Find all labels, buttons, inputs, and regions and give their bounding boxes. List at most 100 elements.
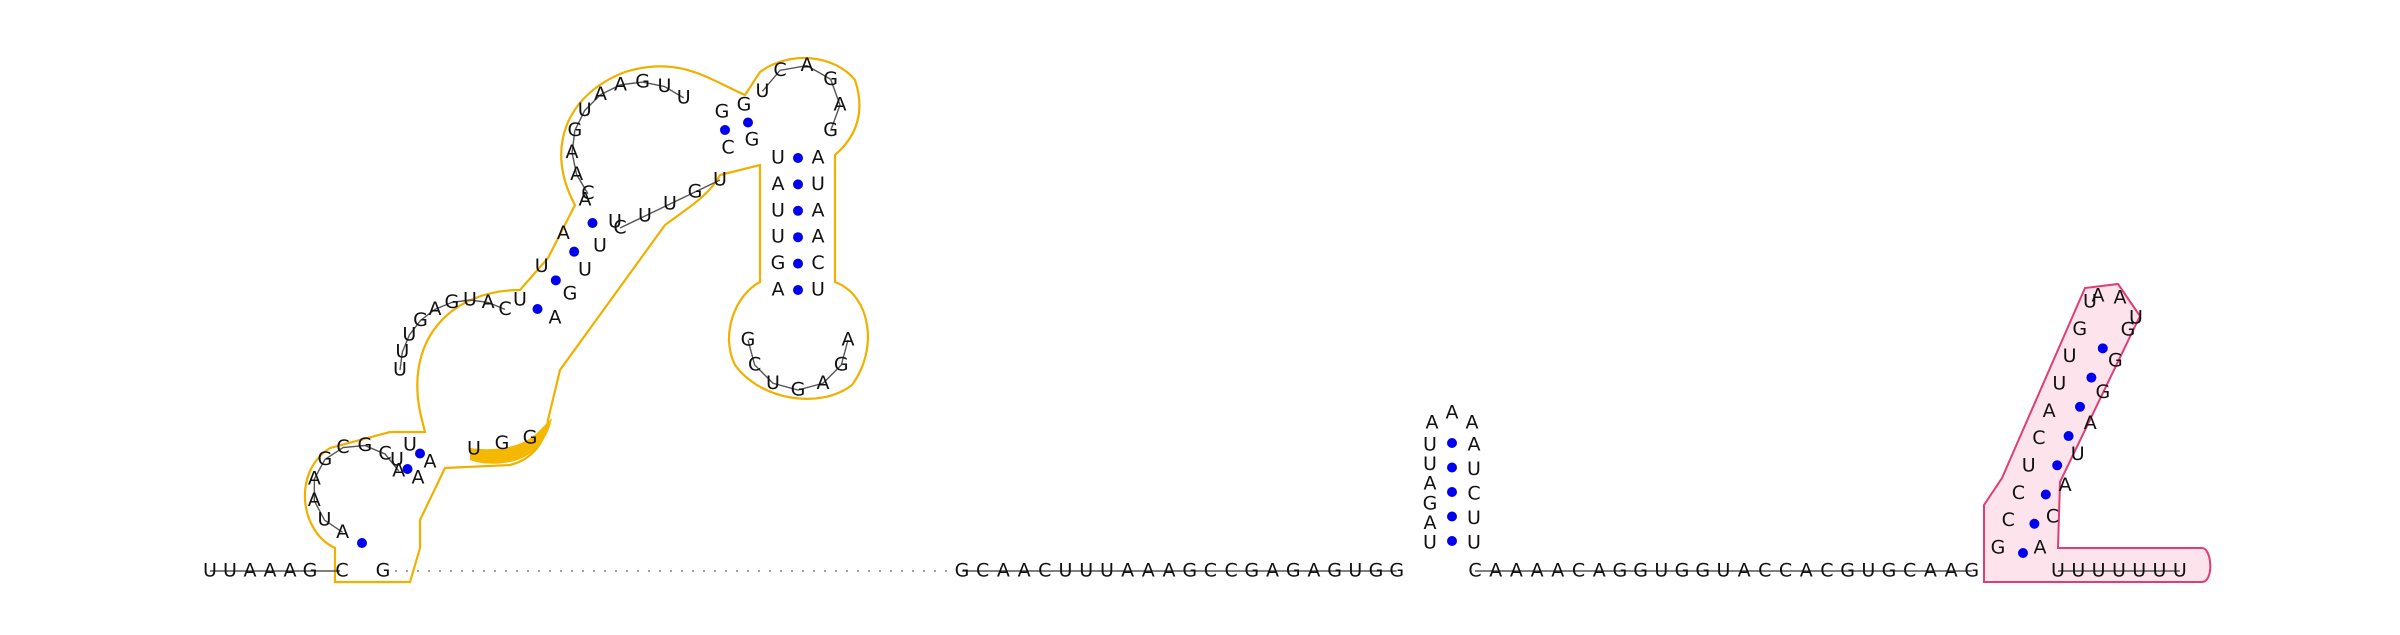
base-pair-dot [743, 117, 753, 128]
backbone-segment [313, 444, 400, 533]
orange-stem3-base: A [557, 222, 570, 244]
orange-loop1-base: A [308, 489, 321, 511]
base-pair-dot [793, 179, 803, 190]
tail-5prime-base: A [264, 560, 277, 582]
orange-loop5-base: U [766, 372, 780, 394]
middle-strand-base: A [1738, 560, 1751, 582]
orange-junction-base: U [638, 205, 652, 227]
orange-interior-base: A [482, 291, 495, 313]
hairpin-small-base: U [1423, 453, 1437, 475]
middle-strand-base: A [1510, 560, 1523, 582]
orange-loop1-base: G [357, 434, 372, 456]
middle-strand-base: U [1861, 560, 1875, 582]
pink-hairpin-base: U [2052, 373, 2066, 395]
middle-strand-base: A [1800, 560, 1813, 582]
pink-hairpin-base: G [2072, 318, 2087, 340]
base-pair-dot [793, 285, 803, 295]
orange-interior-base: G [445, 291, 460, 313]
tail-3prime-base: U [2092, 560, 2106, 582]
orange-stem3-base: U [608, 211, 622, 233]
orange-stem5-base: A [812, 147, 825, 169]
pink-hairpin-loop-base: A [2092, 285, 2105, 307]
tail-3prime-base: U [2112, 560, 2126, 582]
orange-stem3-base: A [549, 307, 562, 329]
base-pair-dot [1447, 536, 1457, 546]
tail-5prime-base: G [303, 560, 318, 582]
hairpin-small-base: A [1424, 512, 1437, 534]
middle-strand-base: A [1593, 560, 1606, 582]
backbone-segment [761, 64, 841, 131]
orange-stem3-base: A [579, 189, 592, 211]
pink-hairpin-base: U [2071, 443, 2085, 465]
orange-stem2-base: U [390, 449, 404, 471]
middle-strand-base: G [1675, 560, 1690, 582]
middle-strand-base: A [1924, 560, 1937, 582]
right-strand-base: G [1327, 560, 1342, 582]
base-pair-dot [1447, 438, 1457, 448]
orange-interior-base: U [393, 359, 407, 381]
orange-stem3-base: U [513, 289, 527, 311]
pink-hairpin-base: G [2108, 350, 2123, 372]
orange-loop4-base: A [800, 54, 813, 76]
middle-strand-base: G [1964, 560, 1979, 582]
orange-stem3-base: U [593, 235, 607, 257]
right-strand-base: G [1389, 560, 1404, 582]
right-strand-base: G [1369, 560, 1384, 582]
orange-junction-base: U [713, 169, 727, 191]
pink-domain-outline [1983, 282, 2212, 583]
orange-loop4-base: A [834, 94, 847, 116]
orange-loop4-base: C [773, 59, 786, 81]
orange-loop3-base: C [581, 182, 594, 204]
pink-hairpin-loop-base: U [2129, 307, 2143, 329]
hairpin-small-loop-base: A [1466, 412, 1479, 434]
tail-3prime-base: U [2071, 560, 2085, 582]
orange-domain-outline [303, 56, 870, 584]
orange-stem5-base: U [771, 226, 785, 248]
orange-stem5-base: U [771, 147, 785, 169]
tail-5prime-base: U [203, 560, 217, 582]
right-strand-base: C [1038, 560, 1051, 582]
orange-stem2-base: A [424, 451, 437, 473]
pink-hairpin-base: C [2002, 509, 2015, 531]
base-pairs [357, 117, 2108, 558]
tail-5prime-base: A [244, 560, 257, 582]
tail-5prime-base: U [223, 560, 237, 582]
right-strand-base: G [1286, 560, 1301, 582]
pink-hairpin-base: C [2032, 427, 2045, 449]
middle-strand-base: C [1572, 560, 1585, 582]
backbone-segment [619, 179, 721, 229]
orange-loop5-base: A [817, 372, 830, 394]
middle-strand-base: C [1468, 560, 1481, 582]
orange-stem5-base: A [772, 173, 785, 195]
orange-junction-base: G [688, 181, 703, 203]
base-pair-dot [793, 258, 803, 269]
tail-3prime-base: U [2051, 560, 2065, 582]
middle-strand-base: G [1695, 560, 1710, 582]
hairpin-small-base: G [1423, 492, 1438, 514]
orange-loop3-base: U [578, 99, 592, 121]
hairpin-small-base: U [1467, 532, 1481, 554]
orange-loop1-base: G [317, 448, 332, 470]
backbone-segment [571, 81, 685, 195]
orange-loop1-base: A [308, 467, 321, 489]
tail-3prime-base: U [2132, 560, 2146, 582]
base-pair-dot [2074, 401, 2085, 412]
pink-hairpin-base: A [2034, 537, 2047, 559]
middle-strand-base: C [1820, 560, 1833, 582]
orange-highlight-base: G [495, 432, 510, 454]
base-pair-dot [1447, 511, 1457, 522]
base-pair-dot [793, 205, 803, 216]
middle-strand-base: G [1633, 560, 1648, 582]
middle-strand-base: A [1489, 560, 1502, 582]
right-strand-base: A [1018, 560, 1031, 582]
orange-highlight-base: U [467, 438, 481, 460]
middle-strand-base: C [1779, 560, 1792, 582]
orange-loop3-base: U [658, 75, 672, 97]
hairpin-small-base: C [1467, 483, 1480, 505]
orange-loop3-base: A [566, 141, 579, 163]
tail-3prime-base: U [2153, 560, 2167, 582]
hairpin-small-base: A [1424, 473, 1437, 495]
backbone-segment [399, 299, 506, 371]
